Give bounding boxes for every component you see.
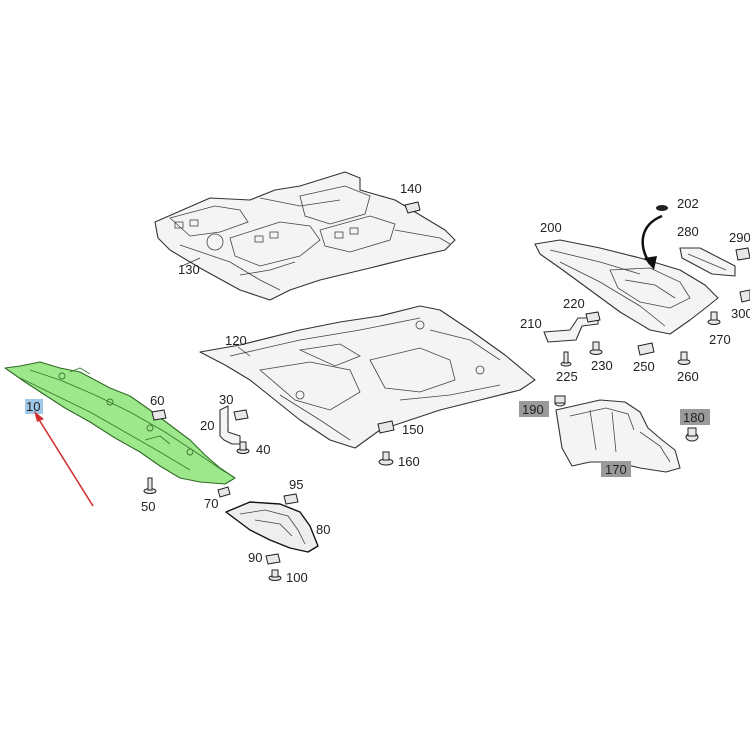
part-95-clip[interactable] [283, 493, 299, 505]
part-300-clip[interactable] [739, 289, 750, 303]
part-50-bolt[interactable] [143, 477, 157, 494]
callout-80[interactable]: 80 [316, 522, 330, 537]
callout-140[interactable]: 140 [400, 181, 422, 196]
part-130-underbody-panel[interactable] [154, 171, 456, 301]
callout-300[interactable]: 300 [731, 306, 750, 321]
callout-60[interactable]: 60 [150, 393, 164, 408]
part-40-nut[interactable] [236, 441, 250, 454]
callout-225[interactable]: 225 [556, 369, 578, 384]
callout-30[interactable]: 30 [219, 392, 233, 407]
callout-190[interactable]: 190 [522, 402, 544, 417]
callout-160[interactable]: 160 [398, 454, 420, 469]
part-140-clip[interactable] [404, 201, 421, 214]
callout-10[interactable]: 10 [26, 399, 40, 414]
part-10-front-underbody-cover[interactable] [4, 361, 236, 485]
callout-190-highlight [519, 401, 549, 417]
callout-210[interactable]: 210 [520, 316, 542, 331]
callout-90[interactable]: 90 [248, 550, 262, 565]
part-230-nut[interactable] [589, 341, 603, 355]
callout-220[interactable]: 220 [563, 296, 585, 311]
part-160-nut[interactable] [378, 451, 394, 466]
part-170-side-liner[interactable] [555, 399, 681, 473]
callout-250[interactable]: 250 [633, 359, 655, 374]
callout-130[interactable]: 130 [178, 262, 200, 277]
part-150-clip[interactable] [377, 420, 395, 434]
part-250-clip[interactable] [637, 342, 655, 356]
callout-230[interactable]: 230 [591, 358, 613, 373]
part-120-center-panel[interactable] [199, 305, 536, 449]
part-280-strip[interactable] [679, 247, 736, 277]
callout-280[interactable]: 280 [677, 224, 699, 239]
black-arrow-icon [641, 214, 663, 270]
callout-202[interactable]: 202 [677, 196, 699, 211]
red-arrow-icon [34, 411, 94, 507]
part-270-nut[interactable] [707, 311, 721, 325]
callout-50[interactable]: 50 [141, 499, 155, 514]
callout-40[interactable]: 40 [256, 442, 270, 457]
callout-170[interactable]: 170 [605, 462, 627, 477]
callout-260[interactable]: 260 [677, 369, 699, 384]
callout-200[interactable]: 200 [540, 220, 562, 235]
part-70-clip[interactable] [217, 486, 231, 498]
leader-120 [237, 346, 251, 357]
callout-180-highlight [680, 409, 710, 425]
part-180-plug[interactable] [685, 427, 699, 442]
callout-100[interactable]: 100 [286, 570, 308, 585]
callout-70[interactable]: 70 [204, 496, 218, 511]
leader-130 [181, 257, 201, 267]
callout-180[interactable]: 180 [683, 410, 705, 425]
part-80-small-shield[interactable] [225, 501, 319, 553]
part-60-clip[interactable] [151, 409, 167, 421]
callout-290[interactable]: 290 [729, 230, 750, 245]
part-225-bolt[interactable] [560, 351, 572, 367]
part-200-rear-panel[interactable] [534, 239, 719, 335]
callout-95[interactable]: 95 [289, 477, 303, 492]
callout-20[interactable]: 20 [200, 418, 214, 433]
part-220-clip[interactable] [585, 311, 601, 323]
part-30-clip[interactable] [233, 409, 249, 421]
part-290-clip[interactable] [735, 247, 750, 261]
part-260-nut[interactable] [677, 351, 691, 365]
part-202-grommet[interactable] [656, 205, 668, 211]
part-100-nut[interactable] [268, 569, 282, 581]
callout-120[interactable]: 120 [225, 333, 247, 348]
callout-270[interactable]: 270 [709, 332, 731, 347]
callout-10-highlight [25, 399, 43, 414]
part-190-plug[interactable] [554, 395, 566, 407]
callout-170-highlight [601, 461, 631, 477]
part-90-clip[interactable] [265, 553, 281, 565]
callout-150[interactable]: 150 [402, 422, 424, 437]
part-210-bracket[interactable] [543, 317, 599, 343]
